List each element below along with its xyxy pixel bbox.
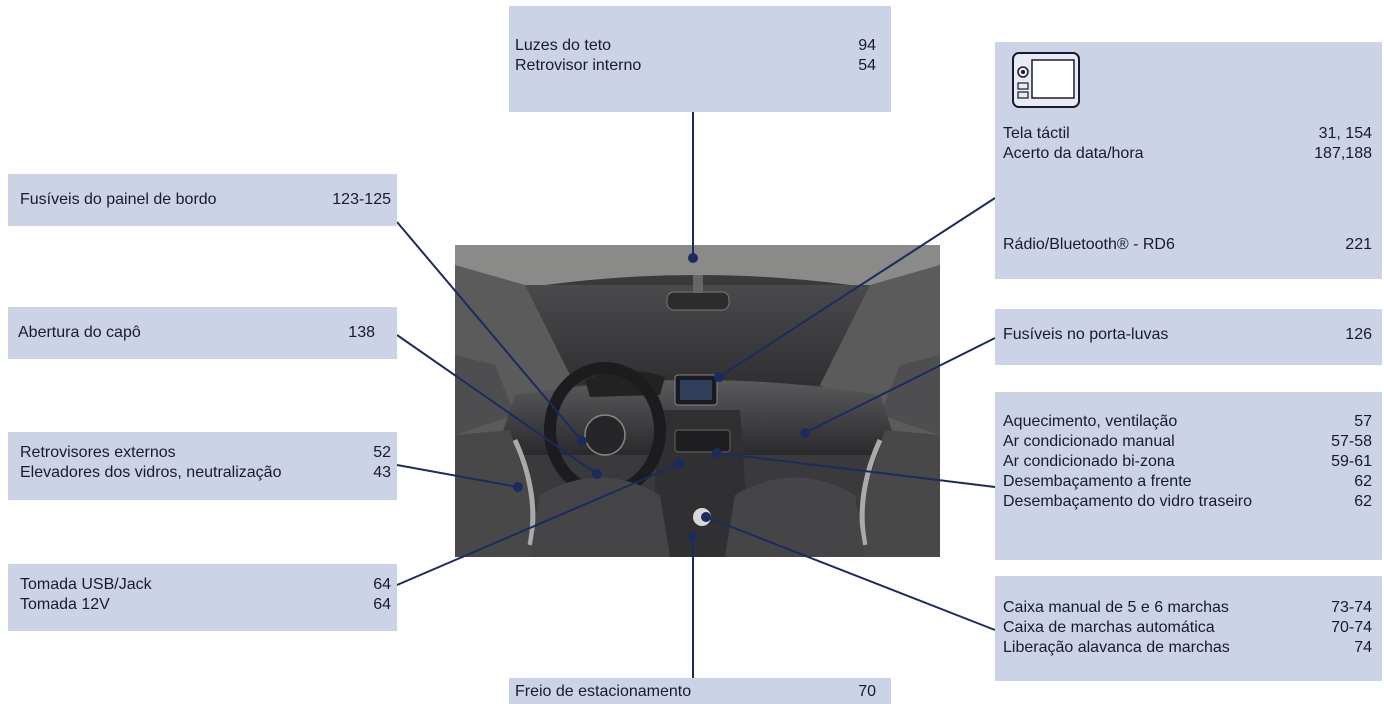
- callout-parking-brake: Freio de estacionamento 70: [509, 678, 891, 704]
- touchscreen-icon: [1012, 52, 1080, 108]
- callout-row: Caixa de marchas automática 70-74: [1003, 618, 1372, 638]
- callout-hood: Abertura do capô 138: [8, 307, 397, 359]
- callout-page: 64: [373, 576, 391, 593]
- callout-row: Retrovisor interno 54: [515, 56, 876, 76]
- callout-row: Liberação alavanca de marchas 74: [1003, 638, 1372, 658]
- callout-row: Luzes do teto 94: [515, 36, 876, 56]
- callout-page: 57-58: [1331, 433, 1372, 450]
- callout-page: 57: [1354, 413, 1372, 430]
- callout-page: 221: [1345, 236, 1372, 253]
- callout-page: 70-74: [1331, 619, 1372, 636]
- callout-page: 70: [858, 683, 876, 700]
- callout-row: Desembaçamento a frente 62: [1003, 472, 1372, 492]
- callout-page: 94: [858, 37, 876, 54]
- callout-label: Aquecimento, ventilação: [1003, 413, 1178, 430]
- callout-label: Luzes do teto: [515, 37, 612, 54]
- callout-label: Abertura do capô: [18, 324, 141, 341]
- callout-row: Acerto da data/hora 187,188: [1003, 144, 1372, 164]
- callout-row: Fusíveis do painel de bordo 123-125: [20, 190, 391, 210]
- callout-row: Aquecimento, ventilação 57: [1003, 412, 1372, 432]
- callout-page: 62: [1354, 473, 1372, 490]
- callout-row: Retrovisores externos 52: [20, 443, 391, 463]
- car-interior-photo: [455, 245, 940, 557]
- callout-label: Retrovisores externos: [20, 444, 176, 461]
- callout-row: Ar condicionado manual 57-58: [1003, 432, 1372, 452]
- callout-page: 62: [1354, 493, 1372, 510]
- callout-label: Fusíveis do painel de bordo: [20, 191, 217, 208]
- callout-row: Elevadores dos vidros, neutralização 43: [20, 463, 391, 483]
- callout-touchscreen: Tela táctil 31, 154 Acerto da data/hora …: [995, 42, 1382, 279]
- callout-page: 74: [1354, 639, 1372, 656]
- callout-page: 52: [373, 444, 391, 461]
- callout-label: Ar condicionado manual: [1003, 433, 1175, 450]
- callout-dashboard-fuses: Fusíveis do painel de bordo 123-125: [8, 174, 397, 226]
- callout-page: 73-74: [1331, 599, 1372, 616]
- callout-gearbox: Caixa manual de 5 e 6 marchas 73-74 Caix…: [995, 576, 1382, 681]
- callout-page: 138: [348, 324, 375, 341]
- callout-row: Abertura do capô 138: [18, 323, 375, 343]
- callout-label: Ar condicionado bi-zona: [1003, 453, 1175, 470]
- callout-label: Acerto da data/hora: [1003, 145, 1144, 162]
- callout-row: Fusíveis no porta-luvas 126: [1003, 325, 1372, 345]
- callout-page: 43: [373, 464, 391, 481]
- callout-label: Retrovisor interno: [515, 57, 642, 74]
- callout-row: Tomada USB/Jack 64: [20, 575, 391, 595]
- callout-label: Elevadores dos vidros, neutralização: [20, 464, 282, 481]
- callout-row: Rádio/Bluetooth® - RD6 221: [1003, 235, 1372, 255]
- callout-label: Rádio/Bluetooth® - RD6: [1003, 236, 1175, 253]
- callout-page: 64: [373, 596, 391, 613]
- callout-page: 126: [1345, 326, 1372, 343]
- callout-page: 123-125: [332, 191, 391, 208]
- callout-label: Desembaçamento do vidro traseiro: [1003, 493, 1253, 510]
- callout-row: Desembaçamento do vidro traseiro 62: [1003, 492, 1372, 512]
- callout-page: 31, 154: [1318, 125, 1372, 142]
- callout-ceiling: Luzes do teto 94 Retrovisor interno 54: [509, 6, 891, 112]
- callout-page: 187,188: [1314, 145, 1372, 162]
- callout-label: Freio de estacionamento: [515, 683, 692, 700]
- callout-climate: Aquecimento, ventilação 57 Ar condiciona…: [995, 392, 1382, 560]
- callout-label: Tomada USB/Jack: [20, 576, 152, 593]
- callout-page: 54: [858, 57, 876, 74]
- callout-label: Tomada 12V: [20, 596, 110, 613]
- callout-label: Tela táctil: [1003, 125, 1070, 142]
- callout-row: Ar condicionado bi-zona 59-61: [1003, 452, 1372, 472]
- callout-mirrors-windows: Retrovisores externos 52 Elevadores dos …: [8, 432, 397, 500]
- callout-label: Caixa manual de 5 e 6 marchas: [1003, 599, 1229, 616]
- callout-row: Tomada 12V 64: [20, 595, 391, 615]
- callout-label: Fusíveis no porta-luvas: [1003, 326, 1169, 343]
- callout-page: 59-61: [1331, 453, 1372, 470]
- callout-label: Desembaçamento a frente: [1003, 473, 1192, 490]
- callout-row: Caixa manual de 5 e 6 marchas 73-74: [1003, 598, 1372, 618]
- callout-glovebox: Fusíveis no porta-luvas 126: [995, 309, 1382, 365]
- callout-label: Caixa de marchas automática: [1003, 619, 1215, 636]
- callout-sockets: Tomada USB/Jack 64 Tomada 12V 64: [8, 564, 397, 631]
- callout-label: Liberação alavanca de marchas: [1003, 639, 1230, 656]
- callout-row: Tela táctil 31, 154: [1003, 124, 1372, 144]
- callout-row: Freio de estacionamento 70: [515, 682, 876, 702]
